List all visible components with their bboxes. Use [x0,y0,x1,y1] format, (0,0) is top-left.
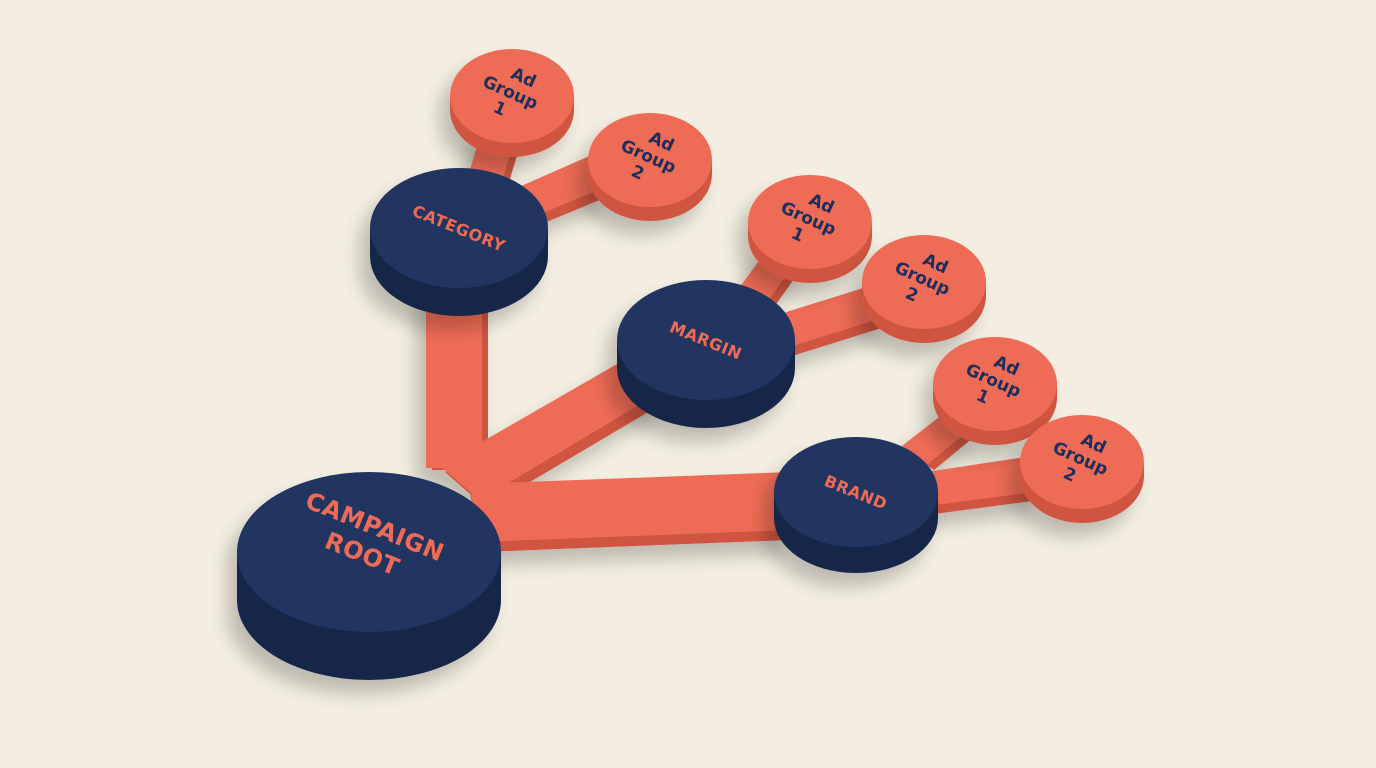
adgroup-node-brand-1: Ad Group 1 [933,337,1057,445]
branch-node-brand: BRAND [774,437,938,573]
root-node: CAMPAIGN ROOT [237,472,501,680]
adgroup-node-margin-2: Ad Group 2 [862,235,986,343]
adgroup-node-category-1: Ad Group 1 [450,49,574,157]
connector-brand-adgroup2 [926,456,1040,514]
adgroup-node-brand-2: Ad Group 2 [1020,415,1144,523]
branch-node-category: CATEGORY [370,168,548,316]
adgroup-node-margin-1: Ad Group 1 [748,175,872,283]
connector-margin-adgroup2 [780,284,888,356]
connector-root-margin [440,360,672,508]
svg-text:Ad Group 2: Ad Group 2 [884,241,966,320]
adgroup-node-category-2: Ad Group 2 [588,113,712,221]
connector-root-category [426,286,488,470]
connector-root-brand [470,472,790,552]
branch-node-margin: MARGIN [617,280,795,428]
